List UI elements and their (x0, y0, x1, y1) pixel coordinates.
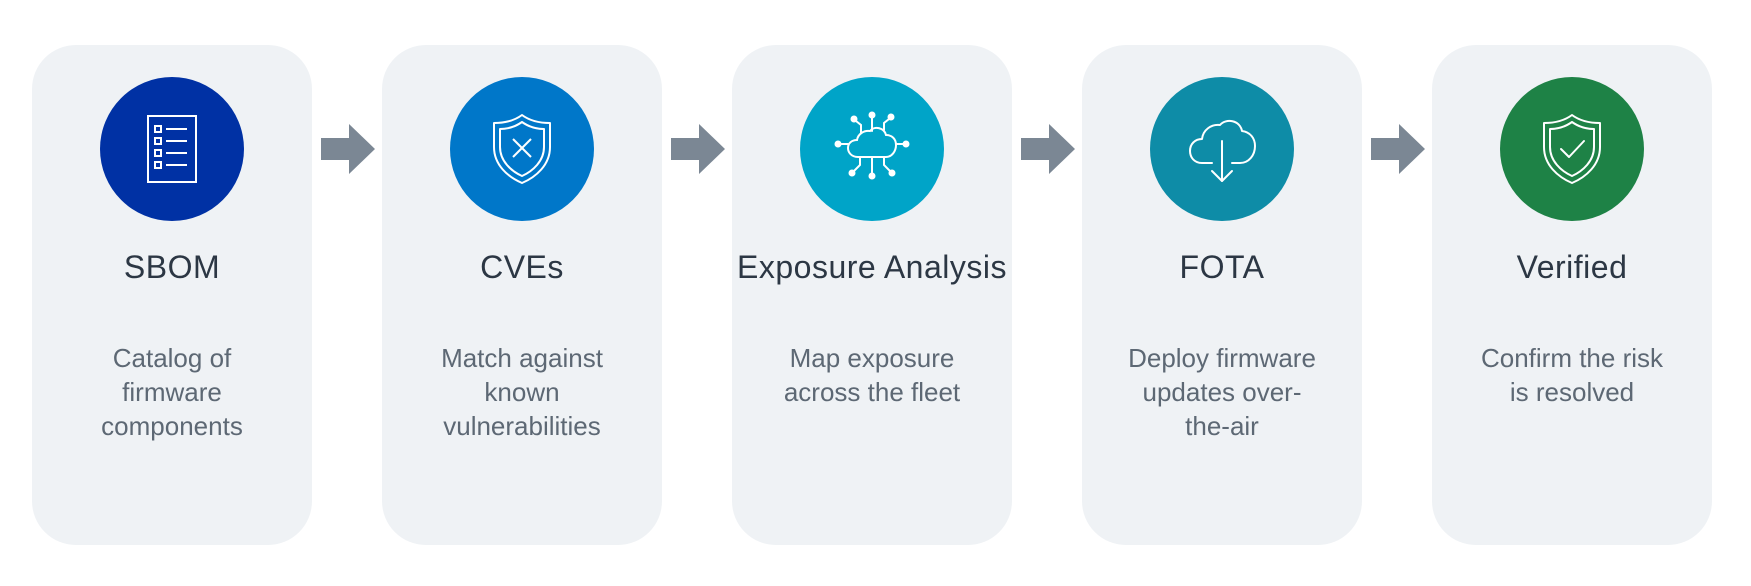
arrow-right-icon (321, 124, 375, 174)
step-title: SBOM (123, 249, 221, 285)
cloud-download-icon (1189, 119, 1256, 182)
checklist-icon (147, 115, 197, 183)
step-title: CVEs (480, 249, 564, 285)
step-card-fota: FOTA Deploy firmware updates over-the-ai… (1082, 45, 1362, 545)
step-icon-circle (1150, 77, 1294, 221)
step-icon-circle (800, 77, 944, 221)
step-card-exposure-analysis: Exposure Analysis Map exposure across th… (732, 45, 1012, 545)
step-description: Deploy firmware updates over-the-air (1128, 343, 1316, 441)
step-description: Catalog of firmware components (101, 343, 243, 441)
arrow-right-icon (1021, 124, 1075, 174)
arrow-right-icon (1371, 124, 1425, 174)
shield-check-icon (1543, 114, 1601, 184)
step-card-verified: Verified Confirm the risk is resolved (1432, 45, 1712, 545)
step-description: Map exposure across the fleet (783, 343, 961, 407)
step-icon-circle (100, 77, 244, 221)
step-card-cves: CVEs Match against known vulnerabilities (382, 45, 662, 545)
step-icon-circle (450, 77, 594, 221)
shield-x-icon (493, 114, 551, 184)
step-description: Match against known vulnerabilities (441, 343, 603, 441)
step-description: Confirm the risk is resolved (1480, 343, 1664, 407)
step-icon-circle (1500, 77, 1644, 221)
cloud-network-icon (834, 111, 910, 180)
step-title: FOTA (1179, 249, 1265, 285)
step-card-sbom: SBOM Catalog of firmware components (32, 45, 312, 545)
arrow-right-icon (671, 124, 725, 174)
step-title: Verified (1516, 249, 1628, 285)
step-title: Exposure Analysis (737, 249, 1007, 285)
